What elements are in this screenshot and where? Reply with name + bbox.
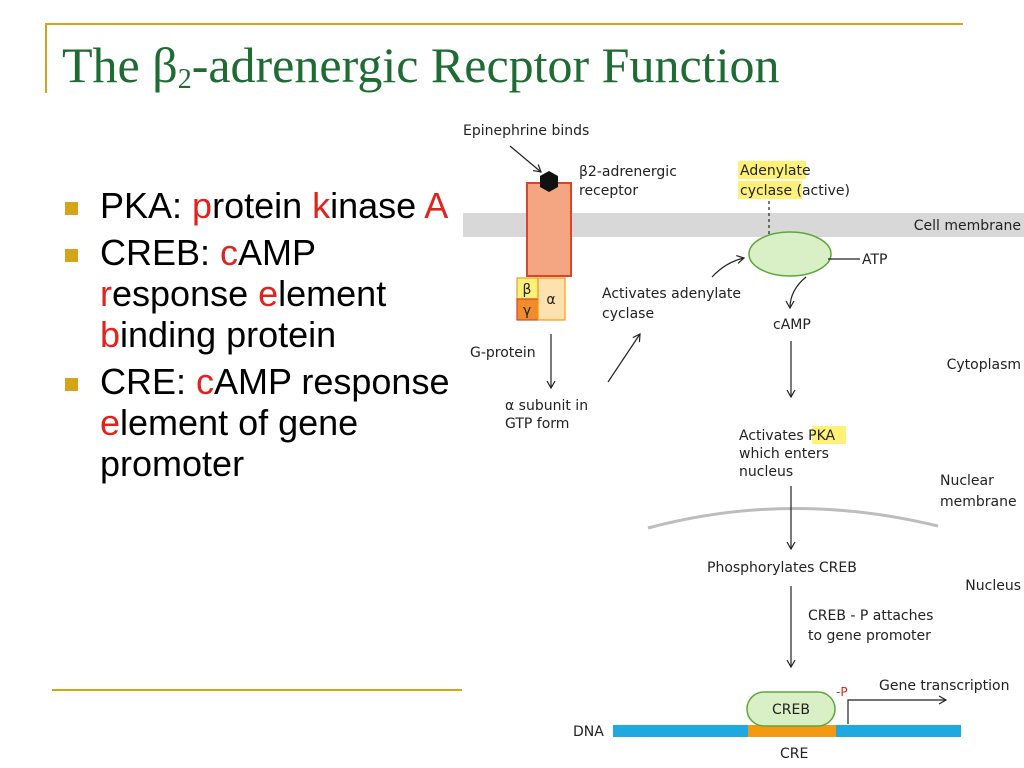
bullet-text: CRE:: [100, 361, 197, 402]
bullet-item: PKA: protein kinase A: [62, 185, 452, 226]
epinephrine-label: Epinephrine binds: [463, 123, 589, 139]
receptor-label-line1: β2-adrenergic: [579, 164, 677, 180]
g-protein-label: G-protein: [470, 345, 536, 361]
acronym-letter: p: [192, 185, 213, 226]
alpha-symbol: α: [546, 292, 555, 308]
acronym-letter: e: [100, 402, 121, 443]
creb-p-label-line1: CREB - P attaches: [808, 608, 933, 624]
cre-segment: [748, 725, 836, 737]
creb-label: CREB: [772, 702, 810, 718]
atp-to-camp-arrow: [785, 276, 807, 310]
pka-highlight: [812, 426, 846, 444]
nuclear-membrane-line2: membrane: [940, 494, 1017, 510]
bullet-text: inding protein: [120, 314, 337, 355]
epinephrine-molecule: [540, 171, 558, 192]
cytoplasm-label: Cytoplasm: [947, 357, 1021, 373]
bullet-square-icon: [65, 202, 78, 215]
alpha-subunit-line2: GTP form: [505, 416, 569, 432]
adenylate-highlight-1: [738, 161, 806, 179]
activates-label-line2: cyclase: [602, 306, 654, 322]
bullet-square-icon: [65, 378, 78, 391]
beta-symbol: β: [523, 282, 532, 298]
pka-label-line3: nucleus: [739, 464, 793, 480]
creb-p-label-line2: to gene promoter: [808, 628, 931, 644]
transcription-arrow: [847, 695, 948, 724]
activates-label-line1: Activates adenylate: [602, 286, 741, 302]
frame-top-rule: [45, 23, 963, 25]
acronym-letter: c: [196, 361, 215, 402]
receptor-body: [526, 182, 572, 277]
g-protein-alpha: [537, 277, 566, 321]
slide-title: The β2-adrenergic Recptor Function: [62, 37, 780, 95]
cre-label: CRE: [780, 746, 808, 762]
bullet-item: CREB: cAMP response element binding prot…: [62, 232, 452, 355]
bottom-rule: [52, 689, 462, 691]
acronym-letter: e: [258, 273, 279, 314]
bullet-text: lement: [278, 273, 387, 314]
atp-label: ATP: [862, 252, 887, 268]
bullet-text: inase: [330, 185, 425, 226]
bullet-text: esponse: [112, 273, 259, 314]
alpha-subunit-line1: α subunit in: [505, 398, 588, 414]
pka-label-line1: Activates PKA: [739, 428, 836, 444]
camp-label: cAMP: [773, 317, 811, 333]
bullet-text: rotein: [212, 185, 313, 226]
nuclear-membrane-arc: [647, 507, 939, 530]
adenylate-cyclase-enzyme: [748, 231, 832, 277]
nucleus-label: Nucleus: [965, 578, 1021, 594]
gene-transcription-label: Gene transcription: [879, 678, 1009, 694]
cell-membrane-label: Cell membrane: [914, 218, 1021, 234]
bullet-text: PKA:: [100, 185, 193, 226]
acronym-letter: k: [312, 185, 331, 226]
acronym-letter: A: [424, 185, 449, 226]
acronym-letter: c: [220, 232, 239, 273]
adenylate-highlight-2: [738, 181, 802, 199]
pka-label-line2: which enters: [739, 446, 829, 462]
bullet-text: AMP response: [214, 361, 450, 402]
creb-protein: [746, 691, 836, 727]
nuclear-membrane-line1: Nuclear: [940, 473, 994, 489]
adenylate-label-line1: Adenylate: [740, 163, 811, 179]
gamma-symbol: γ: [523, 303, 531, 319]
adenylate-label-line2: cyclase (active): [740, 183, 850, 199]
frame-left-rule: [45, 23, 47, 93]
bullet-text: lement of gene promoter: [100, 402, 359, 484]
to-cyclase-arrow: [711, 255, 746, 278]
bullet-text: AMP: [238, 232, 316, 273]
bullet-square-icon: [65, 249, 78, 262]
alpha-to-cyclase-arrow: [607, 332, 641, 383]
phosphorylates-label: Phosphorylates CREB: [707, 560, 857, 576]
acronym-letter: r: [100, 273, 112, 314]
epinephrine-arrow: [509, 145, 542, 173]
phosphate-label: -P: [836, 685, 848, 699]
acronym-letter: b: [100, 314, 121, 355]
dna-label: DNA: [573, 724, 604, 740]
bullet-text: CREB:: [100, 232, 221, 273]
bullet-item: CRE: cAMP response element of gene promo…: [62, 361, 452, 484]
receptor-label-line2: receptor: [579, 183, 638, 199]
